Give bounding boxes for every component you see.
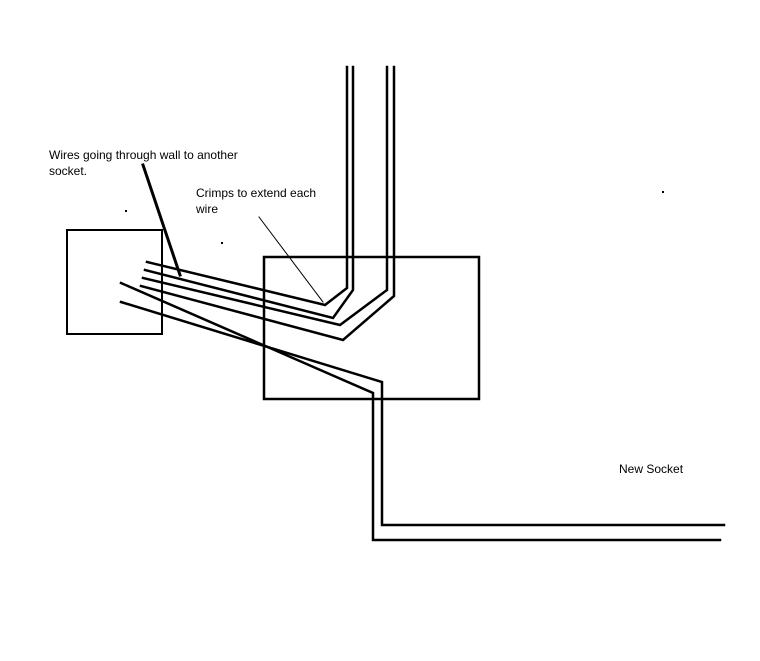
wire-up-right-a (141, 65, 389, 327)
stray-dot (221, 242, 223, 244)
new-socket-label: New Socket (619, 462, 684, 476)
crimps-label-line2: wire (196, 202, 219, 216)
crimps-label-line1: Crimps to extend each (196, 186, 317, 200)
wire-up-left-b (143, 65, 355, 320)
wires-pointer-line (141, 163, 182, 277)
existing-socket-box (66, 229, 163, 335)
wire-down-outer (119, 281, 722, 542)
wires-through-wall-label: Wires going through wall to another sock… (49, 147, 238, 179)
stray-dot (662, 191, 664, 193)
wires-through-wall-label-line2: socket. (49, 164, 88, 178)
wires-through-wall-label-line1: Wires going through wall to another (49, 148, 238, 162)
junction-box (262, 255, 481, 401)
crimps-pointer-line (258, 216, 324, 303)
stray-dot (125, 210, 127, 212)
crimps-label: Crimps to extend each wire (196, 185, 316, 217)
wire-down-inner (119, 300, 726, 527)
wire-up-right-b (139, 65, 396, 342)
wire-up-left-a (145, 65, 349, 307)
